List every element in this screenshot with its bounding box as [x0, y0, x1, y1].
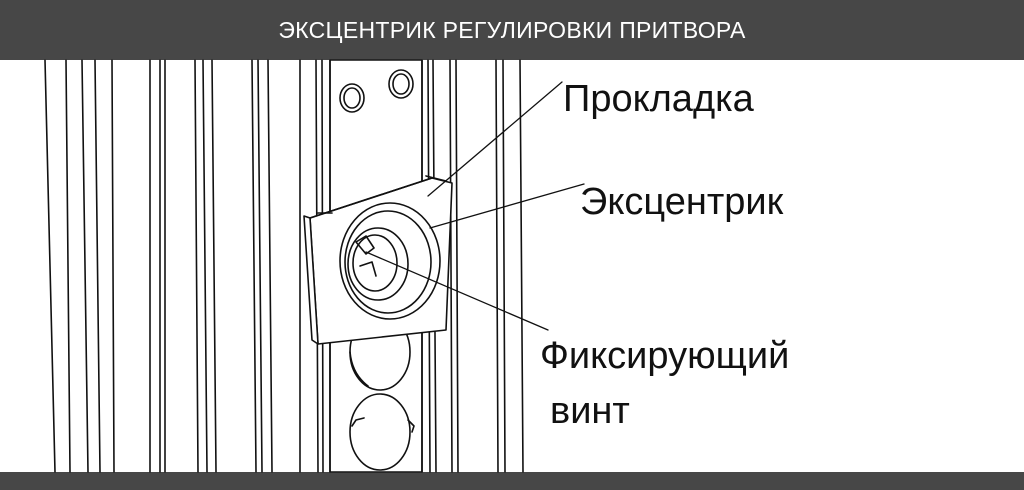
label-gasket: Прокладка — [563, 78, 754, 120]
label-screw-line1: Фиксирующий — [540, 335, 790, 377]
gasket-leader — [427, 81, 563, 197]
bottom-bar — [0, 472, 1024, 490]
label-screw-line2: винт — [550, 390, 630, 432]
page-title: ЭКСЦЕНТРИК РЕГУЛИРОВКИ ПРИТВОРА — [278, 16, 746, 43]
eccentric-leader — [429, 183, 585, 229]
title-bar: ЭКСЦЕНТРИК РЕГУЛИРОВКИ ПРИТВОРА — [0, 0, 1024, 60]
leader-lines — [365, 81, 585, 331]
door-profile-lines — [44, 59, 524, 473]
eccentric — [339, 202, 441, 320]
screw-leader — [365, 251, 549, 331]
label-eccentric: Эксцентрик — [580, 181, 784, 223]
